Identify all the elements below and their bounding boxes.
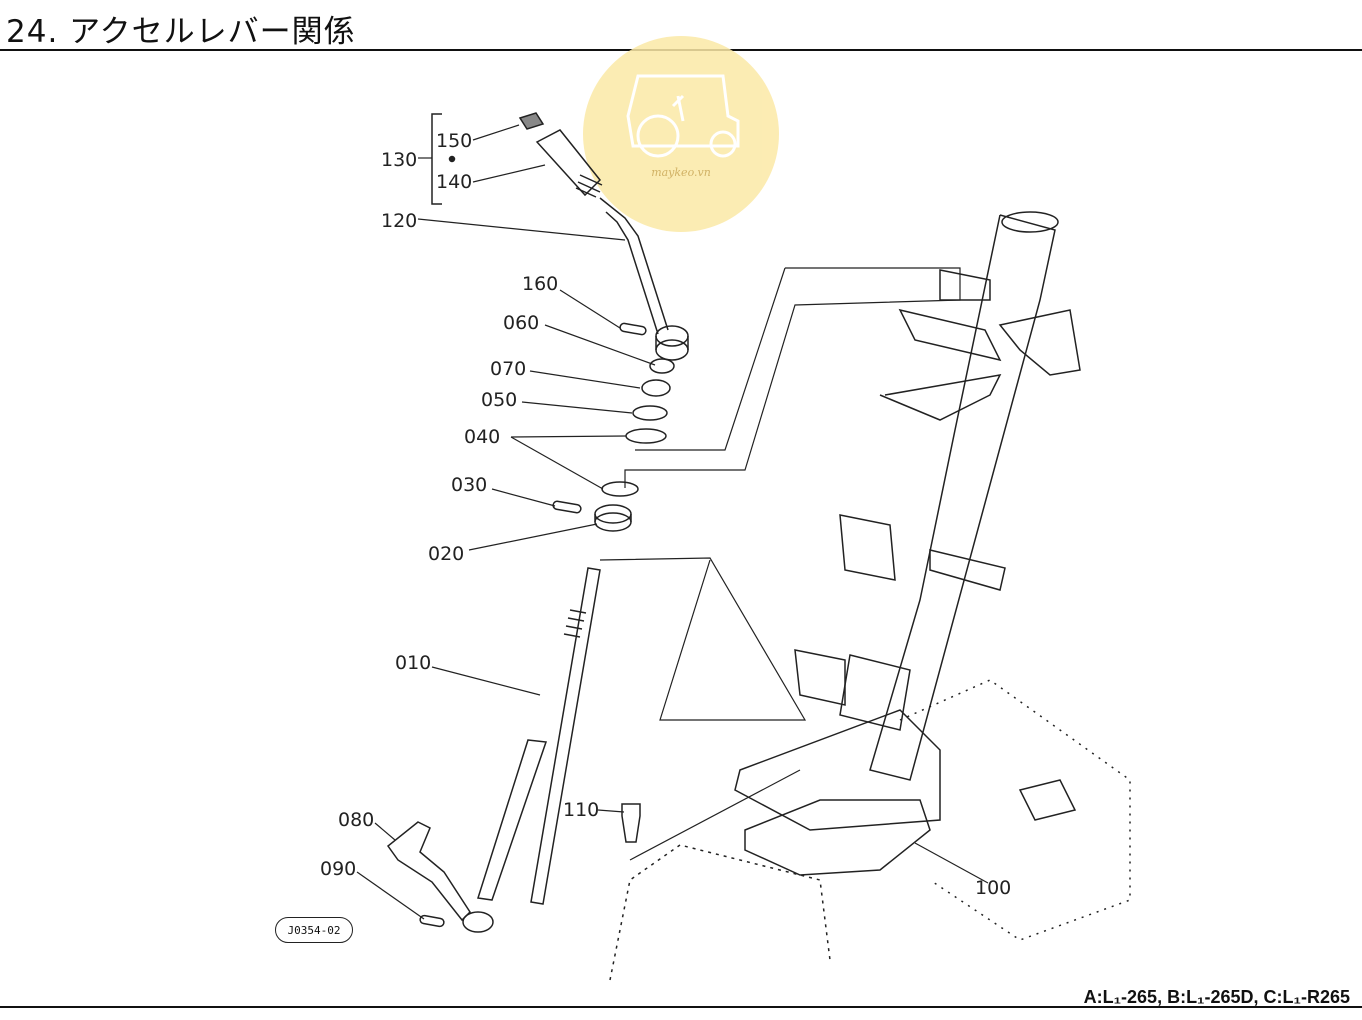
shaft-part xyxy=(530,567,601,905)
callout-100: 100 xyxy=(975,877,1011,899)
page-title: 24. アクセルレバー関係 xyxy=(6,14,356,50)
callout-160: 160 xyxy=(522,273,558,295)
bolt-part xyxy=(621,803,641,843)
callout-120: 120 xyxy=(381,210,417,232)
base-plate-part xyxy=(734,709,941,831)
group-bracket xyxy=(431,113,442,205)
callout-140: 140 xyxy=(436,171,472,193)
callout-110: 110 xyxy=(563,799,599,821)
callout-030: 030 xyxy=(451,474,487,496)
tractor-icon xyxy=(626,74,740,158)
grip-part xyxy=(535,129,602,197)
callout-150: 150 xyxy=(436,130,472,152)
callout-050: 050 xyxy=(481,389,517,411)
footer-rule xyxy=(0,1006,1362,1008)
model-applicability: A:L₁-265, B:L₁-265D, C:L₁-R265 xyxy=(1083,987,1350,1007)
watermark-logo: maykeo.vn xyxy=(583,36,779,232)
callout-070: 070 xyxy=(490,358,526,380)
gasket-part xyxy=(744,799,931,876)
callout-090: 090 xyxy=(320,858,356,880)
column-part xyxy=(869,214,1056,781)
callout-040: 040 xyxy=(464,426,500,448)
lever-part xyxy=(599,197,669,335)
callout-130: 130 xyxy=(381,149,417,171)
arm-part xyxy=(386,821,471,922)
callout-010: 010 xyxy=(395,652,431,674)
callout-020: 020 xyxy=(428,543,464,565)
callout-080: 080 xyxy=(338,809,374,831)
reference-code: J0354-02 xyxy=(275,917,353,943)
cap-part xyxy=(518,112,545,130)
watermark-text: maykeo.vn xyxy=(651,166,711,179)
callout-060: 060 xyxy=(503,312,539,334)
